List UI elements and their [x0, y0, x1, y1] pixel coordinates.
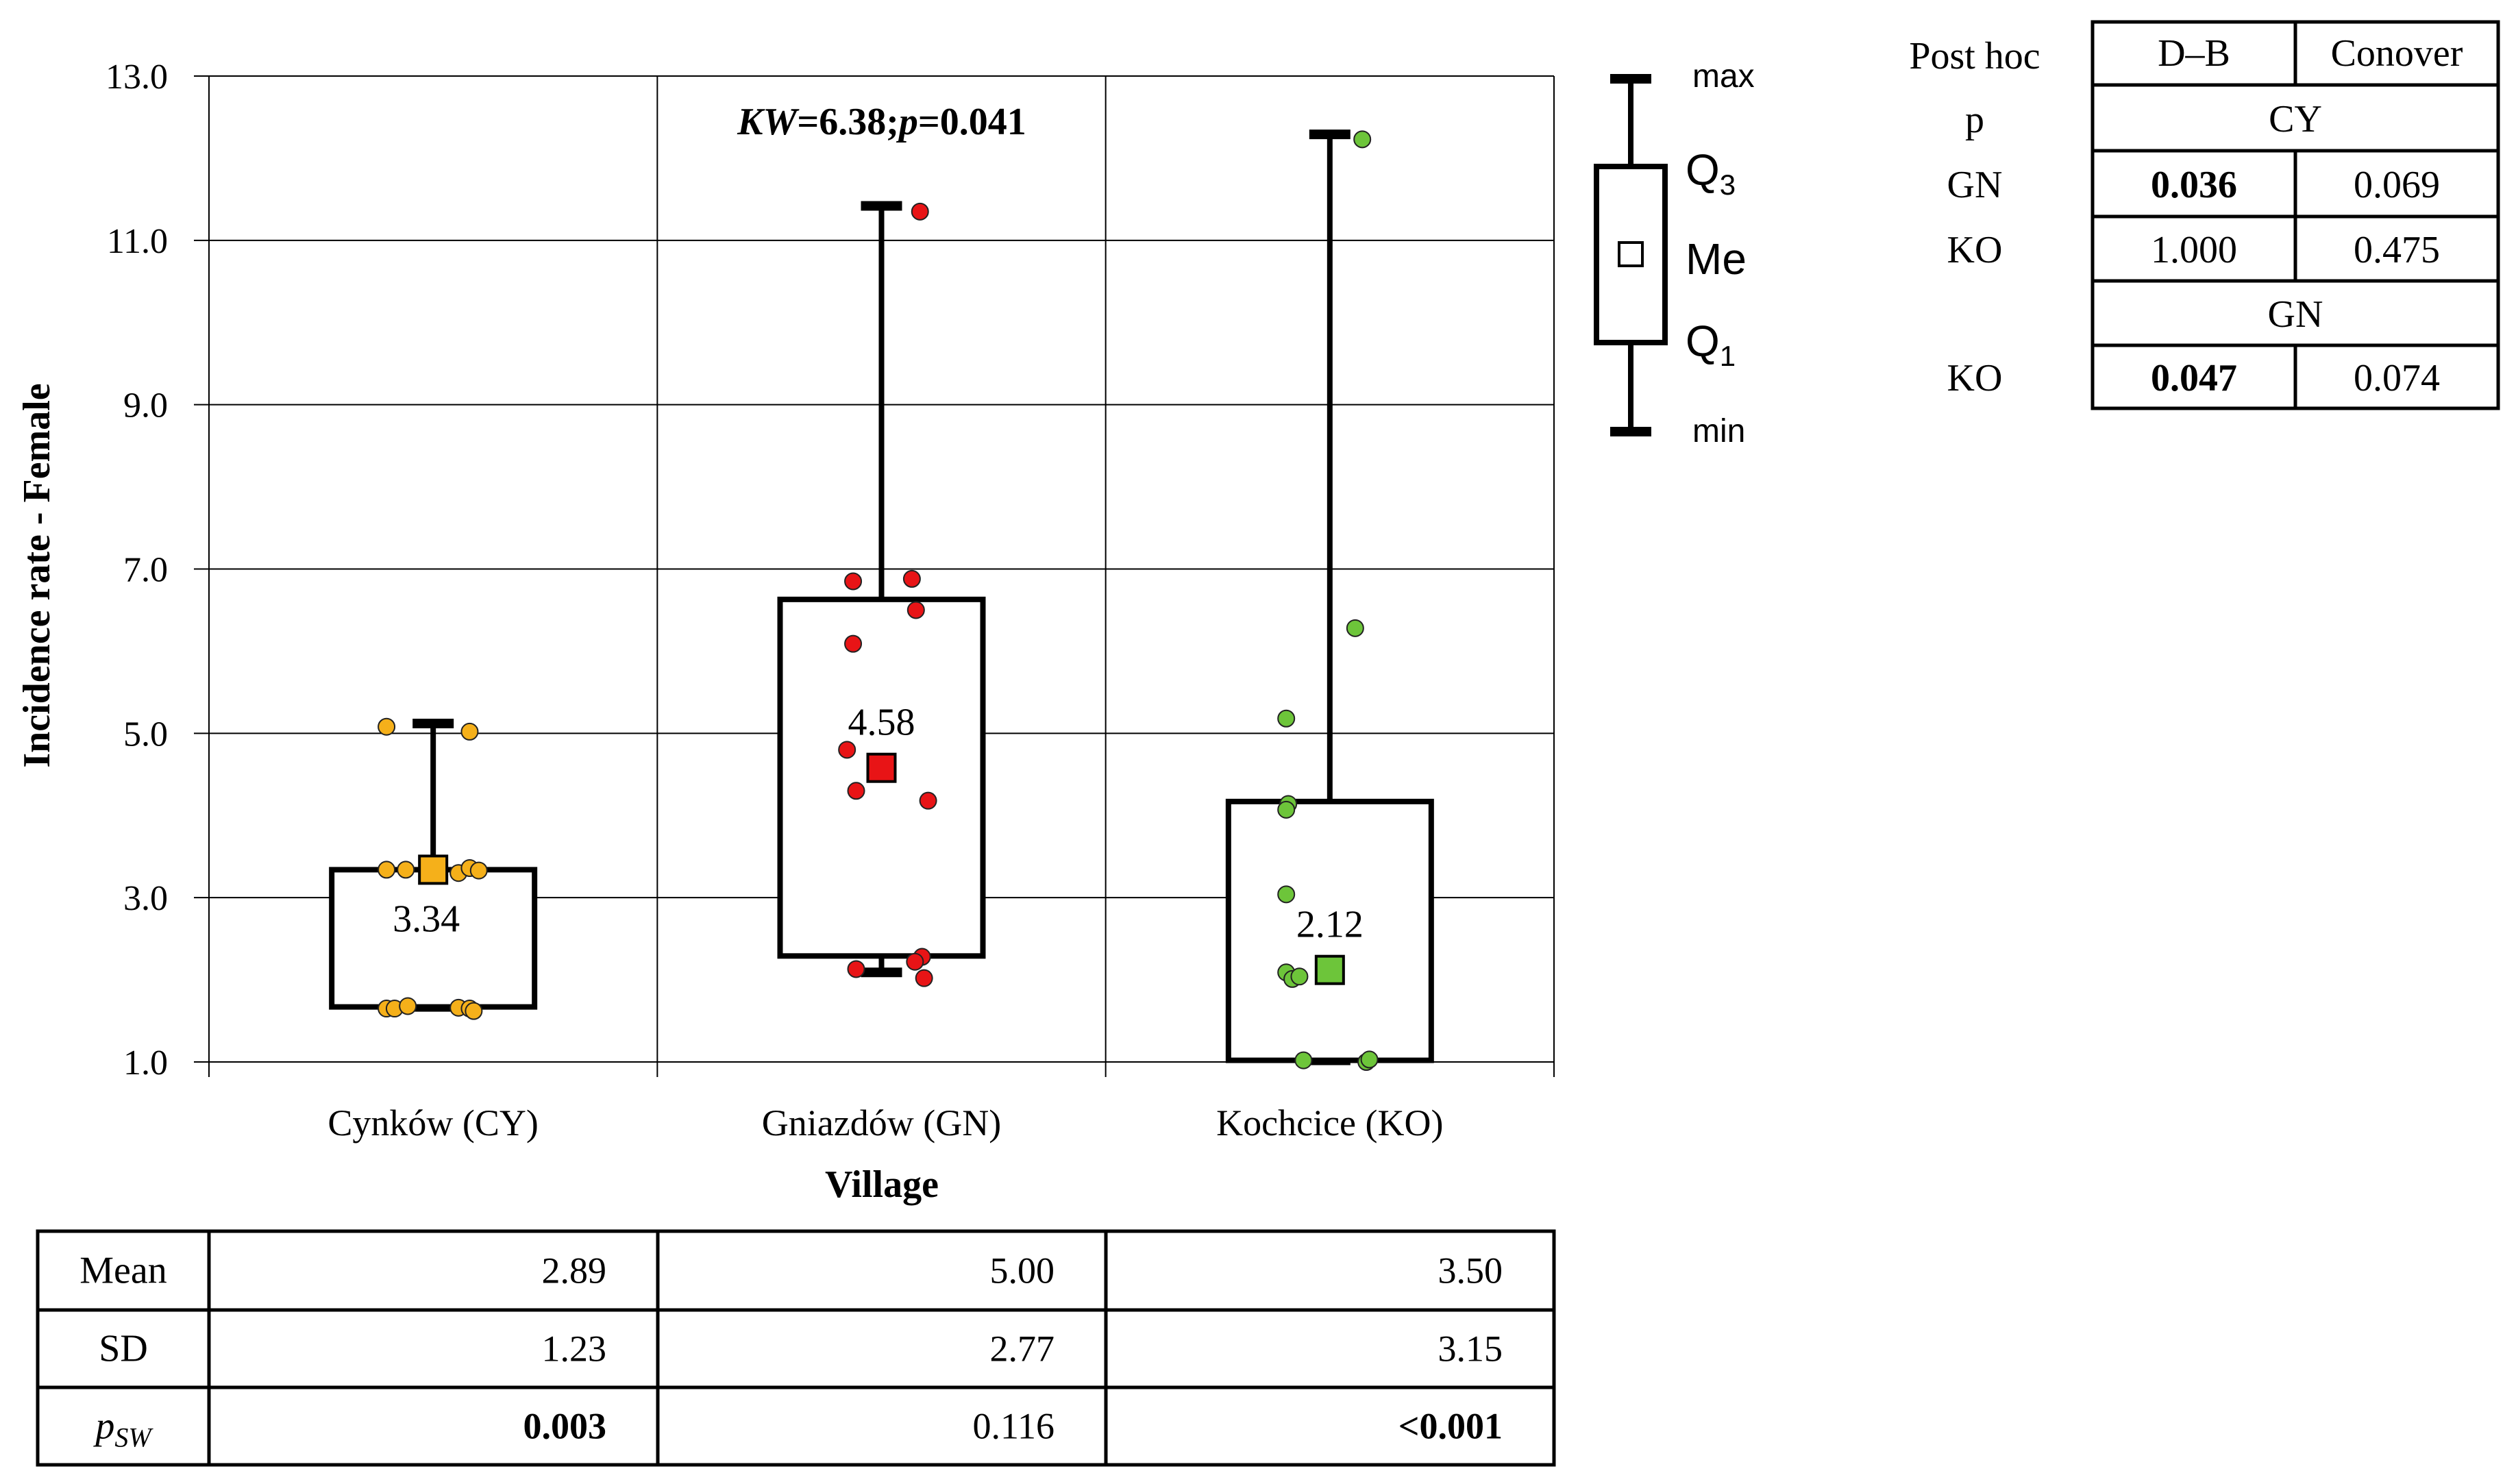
legend-min: min: [1692, 413, 1745, 449]
boxes: 3.34 4.58 2.12: [329, 129, 1434, 1071]
data-point: [1277, 885, 1296, 904]
y-axis-label: Incidence rate - Female: [16, 383, 58, 767]
data-point: [902, 569, 921, 588]
posthoc-reference: GN: [2268, 293, 2323, 336]
data-point: [906, 952, 924, 971]
y-tick-label: 7.0: [123, 551, 168, 590]
data-point: [1346, 619, 1364, 637]
posthoc-header: Conover: [2331, 32, 2463, 75]
data-point: [1353, 130, 1372, 149]
median-marker: [866, 752, 897, 783]
data-point: [847, 782, 865, 800]
y-tick-label: 1.0: [123, 1043, 168, 1083]
legend-box: [1594, 164, 1668, 345]
posthoc-row-label: KO: [1947, 229, 2003, 271]
summary-row-label: pSW: [92, 1405, 153, 1453]
kruskal-wallis-annotation: KW=6.38;p=0.041: [737, 101, 1026, 143]
data-point: [1290, 967, 1309, 986]
data-point: [1277, 800, 1296, 819]
data-point: [907, 601, 925, 619]
legend-q3: Q3: [1686, 145, 1736, 201]
data-point: [911, 202, 929, 221]
y-tick-label: 13.0: [106, 58, 168, 97]
legend-max: max: [1692, 58, 1755, 95]
data-point: [399, 997, 417, 1015]
summary-cell: <0.001: [1398, 1406, 1503, 1447]
summary-cell: 0.116: [973, 1406, 1055, 1447]
legend-median: Me: [1686, 234, 1747, 284]
y-tick-label: 3.0: [123, 879, 168, 918]
box-group-1: 4.58: [777, 201, 986, 987]
data-point: [1277, 709, 1296, 728]
posthoc-title: Post hoc: [1909, 35, 2040, 77]
median-marker: [1314, 954, 1345, 985]
x-tick-label: Gniazdów (GN): [762, 1102, 1001, 1143]
posthoc-conover-value: 0.069: [2354, 164, 2440, 206]
summary-cell: 2.89: [542, 1250, 607, 1291]
y-tick-label: 5.0: [123, 715, 168, 754]
y-tick-label: 11.0: [107, 222, 168, 261]
posthoc-db-value: 1.000: [2151, 229, 2237, 271]
box-group-2: 2.12: [1225, 129, 1434, 1071]
data-point: [1360, 1050, 1379, 1069]
posthoc-db-value: 0.036: [2151, 164, 2237, 206]
data-point: [919, 791, 937, 810]
data-point: [847, 960, 865, 978]
data-point: [844, 572, 863, 591]
summary-cell: 1.23: [542, 1328, 607, 1370]
y-axis: 1.0 3.0 5.0 7.0 9.0 11.0 13.0: [106, 58, 209, 1083]
summary-row-label: Mean: [79, 1250, 167, 1292]
data-point: [397, 861, 415, 879]
summary-cell: 2.77: [990, 1328, 1055, 1370]
data-point: [469, 861, 488, 880]
x-tick-label: Cynków (CY): [328, 1102, 539, 1143]
data-point: [378, 861, 396, 879]
posthoc-conover-value: 0.074: [2354, 357, 2440, 399]
median-label: 3.34: [393, 898, 460, 940]
legend-median-marker: [1618, 241, 1644, 267]
posthoc-p-label: p: [1965, 99, 1984, 141]
data-point: [460, 722, 479, 741]
summary-row-label: SD: [99, 1328, 148, 1370]
summary-cell: 3.15: [1438, 1328, 1503, 1370]
box-group-0: 3.34: [329, 717, 538, 1020]
data-point: [844, 634, 863, 653]
median-label: 2.12: [1296, 904, 1364, 946]
summary-table-border: [36, 1229, 1556, 1467]
median-label: 4.58: [848, 702, 915, 744]
data-point: [465, 1002, 483, 1020]
median-marker: [418, 854, 449, 885]
posthoc-header: D–B: [2158, 32, 2230, 75]
data-point: [838, 741, 856, 759]
posthoc-row-label: GN: [1947, 164, 2003, 206]
summary-cell: 0.003: [523, 1406, 607, 1447]
summary-cell: 5.00: [990, 1250, 1055, 1291]
summary-cell: 3.50: [1438, 1250, 1503, 1291]
posthoc-row-label: KO: [1947, 357, 2003, 399]
data-point: [378, 717, 396, 736]
data-point: [1294, 1051, 1313, 1069]
x-axis-label: Village: [825, 1163, 939, 1206]
y-tick-label: 9.0: [123, 386, 168, 425]
legend-q1: Q1: [1686, 317, 1736, 372]
posthoc-db-value: 0.047: [2151, 357, 2237, 399]
posthoc-reference: CY: [2269, 98, 2322, 140]
x-axis: Cynków (CY) Gniazdów (GN) Kochcice (KO): [208, 1062, 1555, 1143]
posthoc-conover-value: 0.475: [2354, 229, 2440, 271]
x-tick-label: Kochcice (KO): [1216, 1102, 1443, 1143]
iqr-box: [1225, 798, 1434, 1063]
data-point: [915, 969, 933, 987]
